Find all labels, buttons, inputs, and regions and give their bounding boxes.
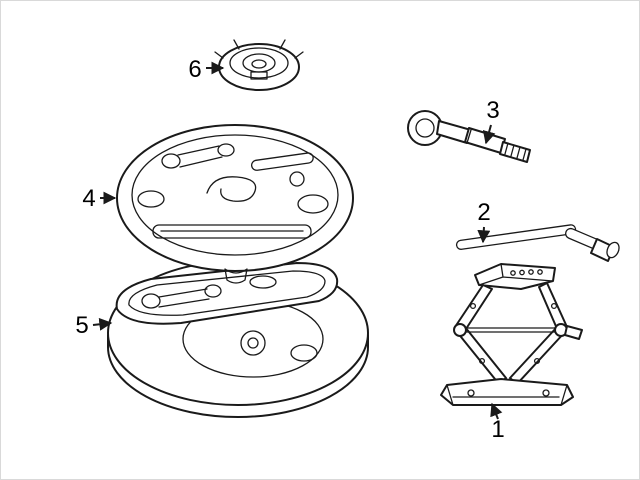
callout-5-arrow	[92, 317, 113, 331]
wheel-retainer-cap-drawing	[214, 39, 304, 91]
callout-1-label: 1	[491, 416, 504, 443]
callout-4-label: 4	[82, 185, 95, 212]
callouts: 1 2 3 4 5 6	[75, 56, 504, 443]
tow-hook-drawing	[407, 110, 531, 163]
callout-2-arrow	[477, 226, 491, 244]
lug-wrench-drawing	[455, 224, 620, 262]
callout-1-arrow	[490, 402, 503, 420]
foam-tool-tray-drawing	[116, 124, 354, 284]
callout-3-arrow	[482, 124, 496, 145]
scissor-jack-drawing	[440, 263, 583, 406]
callout-5-label: 5	[75, 312, 88, 339]
callout-6-label: 6	[188, 56, 201, 83]
spare-wheel-tray-drawing	[107, 260, 369, 418]
callout-3-label: 3	[486, 97, 499, 124]
callout-2-label: 2	[477, 199, 490, 226]
